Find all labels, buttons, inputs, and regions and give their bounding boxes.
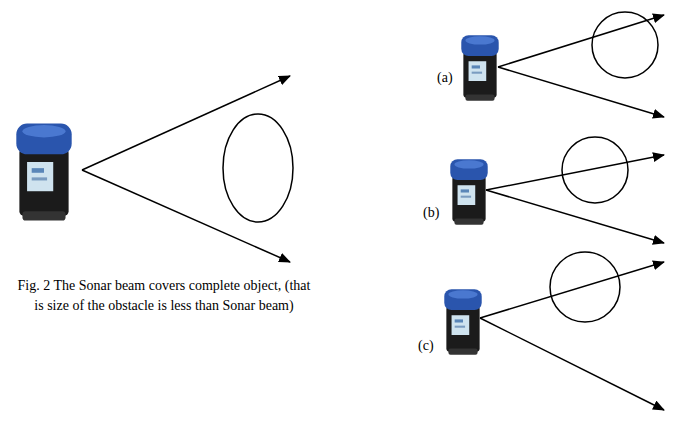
obstacle (223, 114, 293, 222)
obstacle (550, 252, 620, 322)
beam-edge (480, 262, 664, 318)
figure-caption: Fig. 2 The Sonar beam covers complete ob… (14, 276, 314, 316)
obstacle (592, 12, 658, 78)
panel-label: (b) (423, 205, 439, 221)
beam-edge (486, 190, 664, 243)
obstacle (562, 137, 628, 203)
beam-edge (82, 170, 290, 262)
beam-edge (480, 318, 664, 410)
beam-edge (498, 15, 664, 67)
panel-label: (c) (418, 338, 434, 354)
panel-label: (a) (437, 70, 453, 86)
sonar-device (16, 124, 71, 221)
beam-edge (82, 76, 290, 170)
sonar-device (444, 289, 481, 355)
beam-edge (486, 155, 664, 190)
sonar-device (450, 159, 487, 225)
sonar-device (461, 35, 498, 101)
